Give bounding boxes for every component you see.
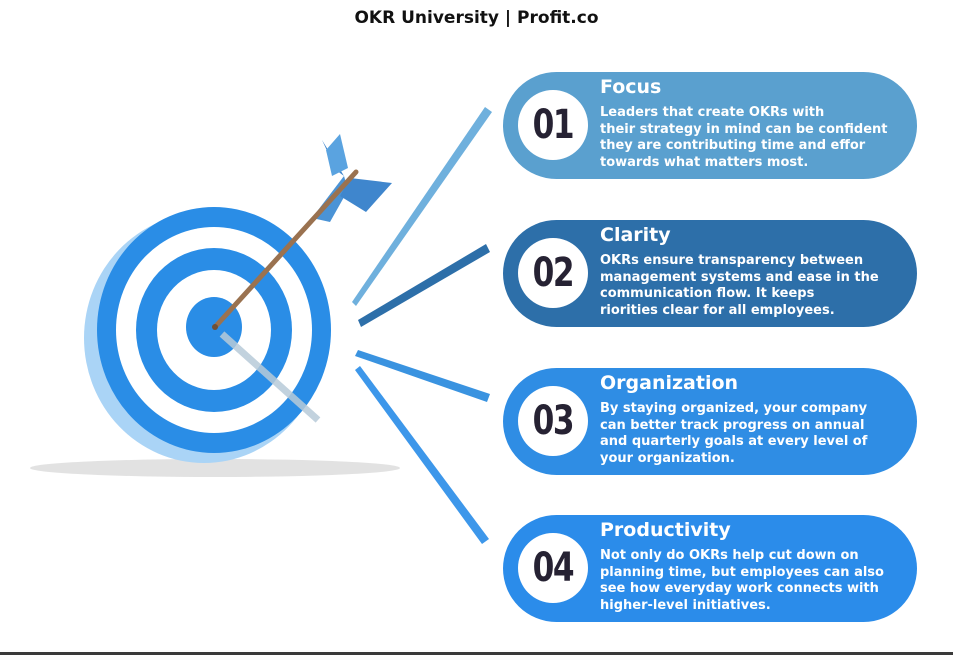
arrow-shaft xyxy=(212,169,359,330)
item-productivity: 04 Productivity Not only do OKRs help cu… xyxy=(503,515,917,622)
arrow-tip xyxy=(212,324,218,330)
number-circle: 02 xyxy=(518,238,588,308)
item-organization: 03 Organization By staying organized, yo… xyxy=(503,368,917,475)
item-title: Organization xyxy=(600,372,739,394)
number-circle: 01 xyxy=(518,90,588,160)
item-description: Not only do OKRs help cut down on planni… xyxy=(600,548,884,613)
item-number: 02 xyxy=(532,250,575,296)
page-title: OKR University | Profit.co xyxy=(354,8,599,28)
number-circle: 04 xyxy=(518,533,588,603)
item-number: 03 xyxy=(532,398,575,444)
radiating-lines xyxy=(352,107,492,544)
item-clarity: 02 Clarity OKRs ensure transparency betw… xyxy=(503,220,917,327)
bottom-divider xyxy=(0,652,953,655)
item-focus: 01 Focus Leaders that create OKRs with t… xyxy=(503,72,917,179)
item-description: OKRs ensure transparency between managem… xyxy=(600,253,879,318)
item-number: 04 xyxy=(532,545,575,591)
item-title: Productivity xyxy=(600,519,731,541)
number-circle: 03 xyxy=(518,386,588,456)
item-title: Focus xyxy=(600,76,662,98)
target-shadow xyxy=(30,459,400,477)
item-title: Clarity xyxy=(600,224,671,246)
item-description: Leaders that create OKRs with their stra… xyxy=(600,105,888,170)
arrow-shadow xyxy=(219,331,321,423)
item-description: By staying organized, your company can b… xyxy=(600,401,868,466)
target-icon xyxy=(97,207,331,453)
item-number: 01 xyxy=(532,102,575,148)
